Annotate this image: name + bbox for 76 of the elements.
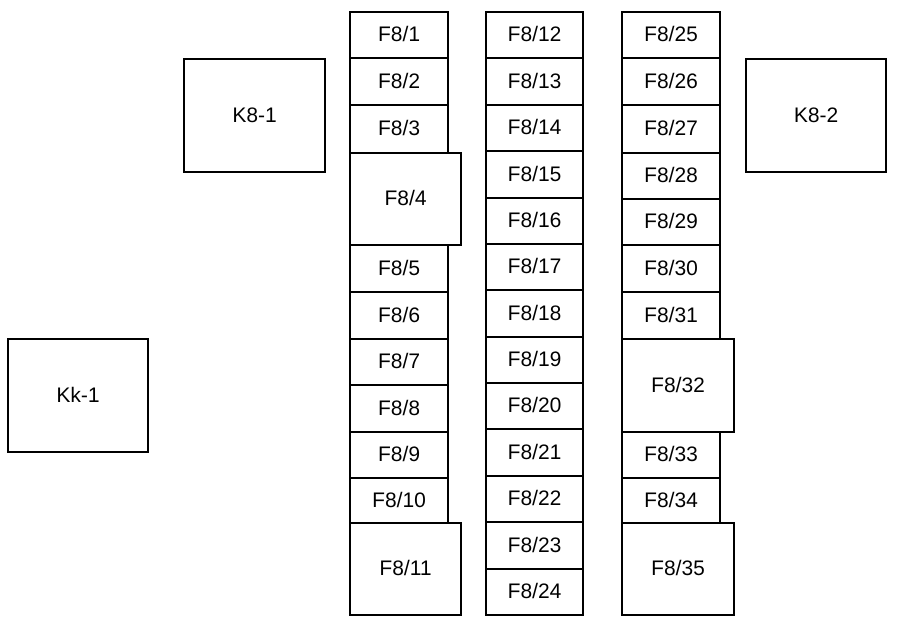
fuse-label: F8/30 [644, 256, 698, 280]
fuse-slot [349, 431, 449, 479]
fuse-slot [621, 244, 721, 293]
fuse-label: F8/21 [508, 440, 562, 464]
fuse-label: F8/19 [508, 348, 562, 372]
fuse-slot [349, 522, 462, 616]
fuse-label: F8/27 [644, 117, 698, 141]
fuse-label: F8/9 [378, 443, 420, 467]
fuse-label: F8/2 [378, 70, 420, 94]
fuse-slot [349, 338, 449, 386]
fuse-slot [485, 104, 584, 152]
fuse-label: F8/13 [508, 70, 562, 94]
fuse-label: F8/4 [384, 187, 427, 211]
fuse-label: F8/5 [378, 256, 420, 280]
fuse-slot [485, 57, 584, 106]
fuse-slot [485, 197, 584, 245]
fuse-slot [485, 336, 584, 384]
fuse-slot [621, 57, 721, 106]
fuse-slot [621, 338, 735, 433]
fuse-slot [485, 521, 584, 570]
fuse-slot [621, 152, 721, 200]
fuse-slot [621, 291, 721, 340]
fuse-slot [349, 11, 449, 59]
fuse-label: F8/8 [378, 396, 420, 420]
fuse-label: F8/28 [644, 164, 698, 188]
fuse-label: F8/16 [508, 209, 562, 233]
fuse-slot [621, 477, 721, 524]
fuse-slot [621, 11, 721, 59]
fuse-label: F8/24 [508, 580, 562, 604]
fuse-label: F8/7 [378, 350, 420, 374]
fuse-label: F8/35 [651, 557, 705, 581]
fuse-slot [349, 104, 449, 154]
fuse-label: F8/15 [508, 162, 562, 186]
fuse-label: F8/1 [378, 23, 420, 47]
fuse-slot [349, 57, 449, 106]
fuse-label: F8/12 [508, 23, 562, 47]
fuse-label: F8/23 [508, 534, 562, 558]
fuse-label: F8/6 [378, 304, 420, 328]
fuse-slot [621, 431, 721, 479]
fuse-slot [349, 244, 449, 293]
fuse-label: F8/32 [651, 374, 705, 398]
fuse-label: F8/29 [644, 210, 698, 234]
relay-label: K8-1 [232, 104, 277, 128]
fuse-label: F8/11 [379, 557, 432, 581]
fuse-label: F8/14 [508, 116, 562, 140]
fuse-slot [485, 382, 584, 430]
fuse-slot [485, 428, 584, 477]
fuse-slot [349, 152, 462, 246]
fuse-label: F8/22 [508, 487, 562, 511]
fuse-slot [485, 289, 584, 338]
fuse-slot [349, 477, 449, 524]
fuse-label: F8/33 [644, 443, 698, 467]
fuse-label: F8/17 [508, 255, 562, 279]
fuse-label: F8/26 [644, 70, 698, 94]
fuse-slot [621, 198, 721, 246]
fuse-slot [349, 291, 449, 340]
relay-box [7, 338, 149, 453]
fuse-label: F8/18 [508, 302, 562, 326]
fuse-slot [485, 11, 584, 59]
fuse-slot [349, 384, 449, 433]
fuse-label: F8/20 [508, 394, 562, 418]
fuse-slot [621, 522, 735, 616]
relay-box [745, 58, 887, 173]
fuse-slot [485, 243, 584, 291]
fuse-label: F8/25 [644, 23, 698, 47]
fuse-label: F8/31 [644, 304, 698, 328]
fuse-label: F8/3 [378, 117, 420, 141]
relay-label: K8-2 [794, 104, 838, 128]
relay-label: Kk-1 [56, 384, 100, 408]
relay-box [183, 58, 326, 173]
fuse-slot [485, 475, 584, 523]
fuse-slot [485, 568, 584, 616]
fuse-label: F8/34 [644, 488, 698, 512]
fuse-slot [621, 104, 721, 154]
fuse-label: F8/10 [372, 488, 426, 512]
fuse-slot [485, 150, 584, 199]
